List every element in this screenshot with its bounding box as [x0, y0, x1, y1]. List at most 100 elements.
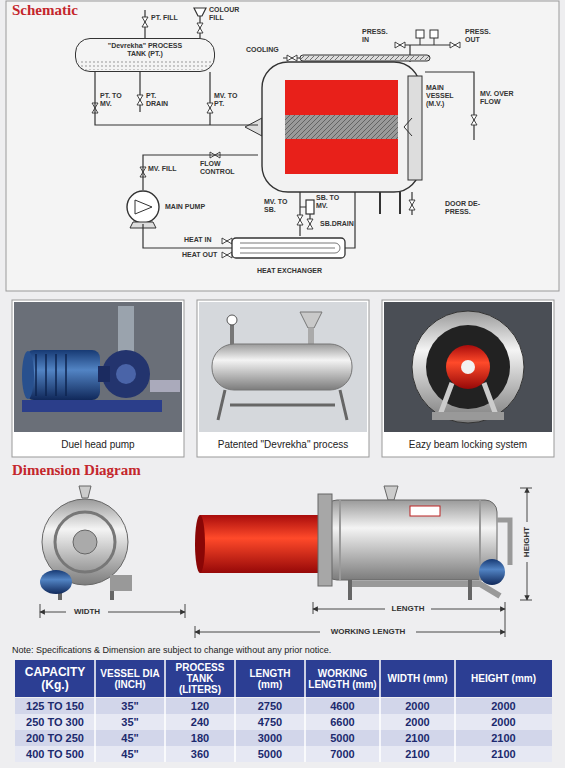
table-grounds: [15, 660, 552, 762]
valve-symbols: [471, 115, 477, 125]
valve-symbols: [430, 30, 438, 38]
photo-panel: Eazy beam locking system: [382, 300, 554, 457]
front-view-photo: [110, 575, 132, 591]
front-view-photo: [40, 570, 72, 594]
locking-photo: [461, 360, 475, 374]
schematic-panel: [6, 1, 559, 291]
table-cell: 250 TO 300: [15, 714, 95, 730]
process-photo: [212, 344, 352, 390]
heat-exchanger-art: [335, 243, 340, 253]
main-vessel-art: [285, 80, 398, 174]
side-view-photo: [497, 520, 510, 565]
front-view-photo: [40, 486, 132, 600]
beam-photo: [195, 515, 205, 573]
table-cell: 7000: [305, 746, 380, 762]
cooling-coil: [300, 55, 430, 61]
table-cell: 45": [95, 746, 165, 762]
process-tank-art: [78, 59, 212, 70]
table-cell: 2000: [380, 698, 455, 714]
table-grounds: [95, 660, 455, 762]
valve-label: PRESS. OUT: [465, 28, 497, 44]
side-view-photo: [350, 584, 500, 596]
table-cell: 2750: [235, 698, 305, 714]
locking-photo: [384, 302, 552, 432]
part-label: MAIN VESSEL (M.V.): [426, 84, 470, 108]
main-vessel: MAIN VESSEL (M.V.): [258, 62, 420, 192]
locking-photo: [384, 302, 552, 432]
valve-label: COOLING: [246, 46, 282, 54]
note: Note: Specifications & Dimension are sub…: [12, 645, 557, 656]
process-tank-art: [78, 59, 212, 70]
table-header: HEIGHT (mm): [455, 660, 552, 697]
table-header: CAPACITY (Kg.): [15, 660, 95, 697]
main-vessel-art: [285, 115, 398, 139]
pipe-connector: [143, 155, 258, 190]
dimension-lines: [40, 488, 532, 638]
valve-label: DOOR DE-PRESS.: [445, 200, 489, 216]
process-photo: [230, 322, 234, 346]
main-vessel-art: [380, 192, 400, 214]
table-cell: 120: [165, 698, 235, 714]
table-header: WIDTH (mm): [380, 660, 455, 697]
table-cell: 2000: [455, 698, 552, 714]
table-cell: 2000: [455, 714, 552, 730]
dimension-label: HEIGHT: [522, 522, 532, 562]
valve-label: PT. DRAIN: [146, 92, 180, 108]
side-view-photo: [410, 506, 440, 516]
photo-panel: Patented "Devrekha" process: [197, 300, 369, 457]
valve-symbols: [297, 215, 303, 225]
heat-exchanger: HEAT EXCHANGER: [232, 236, 347, 276]
table-cell: 240: [165, 714, 235, 730]
locking-photo: [426, 325, 510, 409]
process-photo: [300, 312, 322, 328]
table-cell: 2100: [455, 730, 552, 746]
valve-label: MV. TO SB.: [264, 198, 296, 214]
process-photo: [199, 302, 367, 432]
caption: Eazy beam locking system: [384, 439, 552, 451]
part-label: HEAT EXCHANGER: [232, 267, 347, 275]
caption: Patented "Devrekha" process: [199, 439, 367, 451]
table-cell: 45": [95, 730, 165, 746]
pipes: [140, 8, 474, 255]
pump-photo: [22, 351, 34, 399]
valve-symbols: [287, 55, 297, 61]
process-photo: [227, 315, 237, 325]
process-photo: [218, 390, 347, 420]
valve-symbols: [307, 219, 313, 229]
table-cell: 2100: [380, 730, 455, 746]
pipes: [140, 10, 210, 125]
table-header: WORKING LENGTH (mm): [305, 660, 380, 697]
table-cell: 400 TO 500: [15, 746, 95, 762]
main-vessel-art: [262, 62, 420, 192]
beam-photo: [195, 515, 318, 573]
table-cell: 3000: [235, 730, 305, 746]
side-view-photo: [318, 494, 332, 586]
valve-label: COLOUR FILL: [209, 6, 243, 22]
valve-label: HEAT IN: [184, 236, 218, 244]
pipes: [306, 200, 314, 214]
locking-photo: [432, 412, 504, 420]
table-header: PROCESS TANK (LITERS): [165, 660, 235, 697]
pump-art: [135, 200, 152, 214]
pump-photo: [14, 302, 182, 432]
main-vessel-art: [404, 118, 412, 136]
side-view-photo: [384, 486, 398, 500]
dimension-label: WORKING LENGTH: [320, 627, 416, 637]
side-view-photo: [318, 486, 510, 600]
table-cell: 5000: [235, 746, 305, 762]
schematic-panel: [6, 1, 559, 291]
heat-exchanger-art: [240, 243, 335, 253]
valve-label: MV. FILL: [148, 165, 178, 173]
table-cell: 2000: [380, 714, 455, 730]
pipe-connector: [95, 72, 258, 125]
main-pump: MAIN PUMP: [125, 190, 207, 224]
dimension-label: LENGTH: [385, 604, 431, 614]
table-header: LENGTH (mm): [235, 660, 305, 697]
table-header: VESSEL DIA (INCH): [95, 660, 165, 697]
table-cell: 35": [95, 714, 165, 730]
table-cell: 360: [165, 746, 235, 762]
valve-symbols: [420, 38, 434, 45]
pump-art: [127, 191, 159, 228]
photo-panels: [382, 300, 554, 457]
